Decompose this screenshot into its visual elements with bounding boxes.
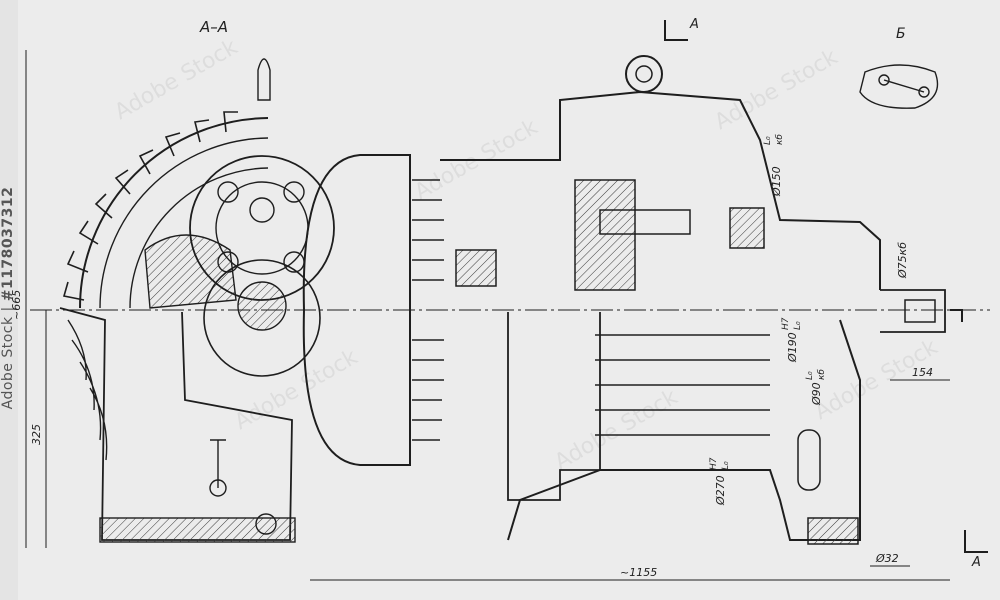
dim-cover-fit-tol-top: L₀ [763, 136, 773, 145]
dim-shaft-fit2-tol-top: L₀ [805, 371, 815, 380]
drain-plug [255, 513, 277, 535]
fan-blades [412, 179, 444, 441]
cut-label-top: А [689, 17, 699, 32]
dim-shaft-end: 154 [912, 366, 933, 379]
stock-id-strip: Adobe Stock | #1178037312 [0, 0, 18, 600]
dim-shaft-fit: Ø75кб [896, 242, 909, 279]
detail-b-bolt-2 [918, 86, 930, 98]
worm-wheel-arc [129, 167, 269, 309]
hub-hole-2 [283, 181, 305, 203]
dimension-lines [25, 20, 988, 581]
main-side-view [30, 55, 990, 545]
section-label: А–А [199, 18, 228, 36]
gear-rim-inner [99, 137, 269, 309]
dim-bearing-fit: Ø190 [786, 332, 799, 363]
dim-shaft-fit2: Ø90 [810, 382, 823, 406]
cut-label-bottom: А [971, 555, 981, 570]
gear-shaft [599, 209, 691, 235]
cut-mark-bottom [964, 530, 988, 553]
dim-shaft-height: 325 [30, 424, 43, 445]
dim-housing-fit: Ø270 [714, 475, 727, 506]
level-gauge-knob [209, 479, 227, 497]
gear-block [574, 179, 636, 291]
dim-overall-length: ~1155 [620, 566, 657, 579]
hub-hole-1 [217, 181, 239, 203]
level-gauge [210, 439, 226, 488]
dim-housing-fit-tol-top: H7 [709, 457, 719, 470]
dim-cover-fit-tol-bottom: кб [775, 134, 785, 145]
main-base [507, 319, 861, 541]
gear-teeth [62, 111, 238, 301]
base-plate-a [99, 517, 296, 543]
motor-body [507, 312, 601, 501]
watermark-5: Adobe Stock [551, 385, 683, 476]
eye-bolt [257, 58, 271, 101]
watermark-1: Adobe Stock [111, 35, 243, 126]
watermark-4: Adobe Stock [231, 345, 363, 436]
dim-bearing-fit-tol-top: H7 [781, 317, 791, 330]
gear-rim-outer [79, 117, 269, 309]
output-shaft [880, 289, 946, 333]
cut-mark-right [950, 309, 963, 322]
dim-overall-height: ~665 [10, 290, 23, 320]
bearing-right [729, 207, 765, 249]
gearbox-housing [440, 90, 881, 290]
lower-hub [203, 259, 321, 377]
shaft-keyway [904, 299, 936, 323]
hub-outer [189, 155, 335, 301]
watermark-3: Adobe Stock [711, 45, 843, 136]
dim-bolt-dia: Ø32 [875, 552, 899, 565]
dim-shaft-fit2-tol-bottom: кб [817, 369, 827, 380]
base-foot-hatch [807, 517, 859, 545]
lower-shaft [237, 281, 287, 331]
hub-bore [249, 197, 275, 223]
cut-mark-top [664, 20, 688, 41]
hub-hole-3 [217, 251, 239, 273]
section-a-a-view [59, 58, 335, 543]
detail-b-outline [859, 64, 939, 109]
labels: А–А Б А А ~665 325 ~1155 154 Ø32 Ø150 L₀… [10, 17, 981, 579]
dim-housing-fit-tol-bottom: L₀ [721, 461, 731, 470]
detail-b-link [883, 79, 925, 93]
lifting-eye [625, 55, 663, 93]
cooling-fins [67, 319, 108, 461]
detail-view-b [859, 64, 939, 109]
dim-cover-fit: Ø150 [770, 166, 783, 197]
lifting-eye-hole [635, 65, 653, 83]
detail-b-bolt-1 [878, 74, 890, 86]
motor-ribs [595, 334, 770, 436]
sector-hatch [144, 234, 237, 309]
sight-glass [797, 429, 821, 491]
bearing-left [455, 249, 497, 287]
motor-fan-cover [302, 154, 411, 466]
view-b-label: Б [896, 26, 906, 42]
dim-bearing-fit-tol-bottom: L₀ [793, 321, 803, 330]
